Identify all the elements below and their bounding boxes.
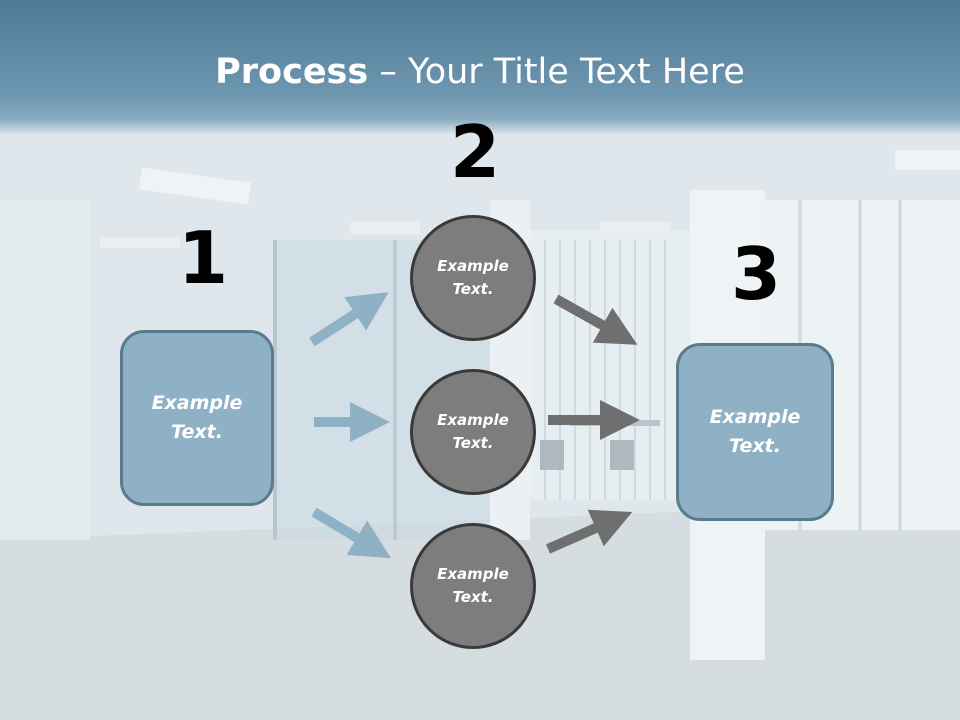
slide-title: Process – Your Title Text Here [0,52,960,92]
circle-bottom-line2: Text. [452,588,494,606]
title-rest: – Your Title Text Here [368,52,745,92]
arrow-1-to-bottom [311,507,392,559]
step-number-1: 1 [178,216,229,300]
circle-top-line2: Text. [452,280,494,298]
title-bar [0,0,960,135]
arrow-bottom-to-3 [545,509,633,554]
circle-middle-line2: Text. [452,434,494,452]
circle-bottom-line1: Example [437,565,509,583]
title-bold: Process [215,52,369,92]
step-number-3: 3 [731,232,782,316]
step-1-text-line2: Text. [171,421,223,443]
arrow-top-to-3 [553,294,638,345]
step-3-text-line2: Text. [729,435,781,457]
arrow-1-to-top [309,292,389,347]
step-number-2: 2 [450,110,501,194]
circle-middle-line1: Example [437,411,509,429]
circle-top-line1: Example [437,257,509,275]
step-3-text-line1: Example [709,406,801,428]
step-1-text-line1: Example [151,392,243,414]
